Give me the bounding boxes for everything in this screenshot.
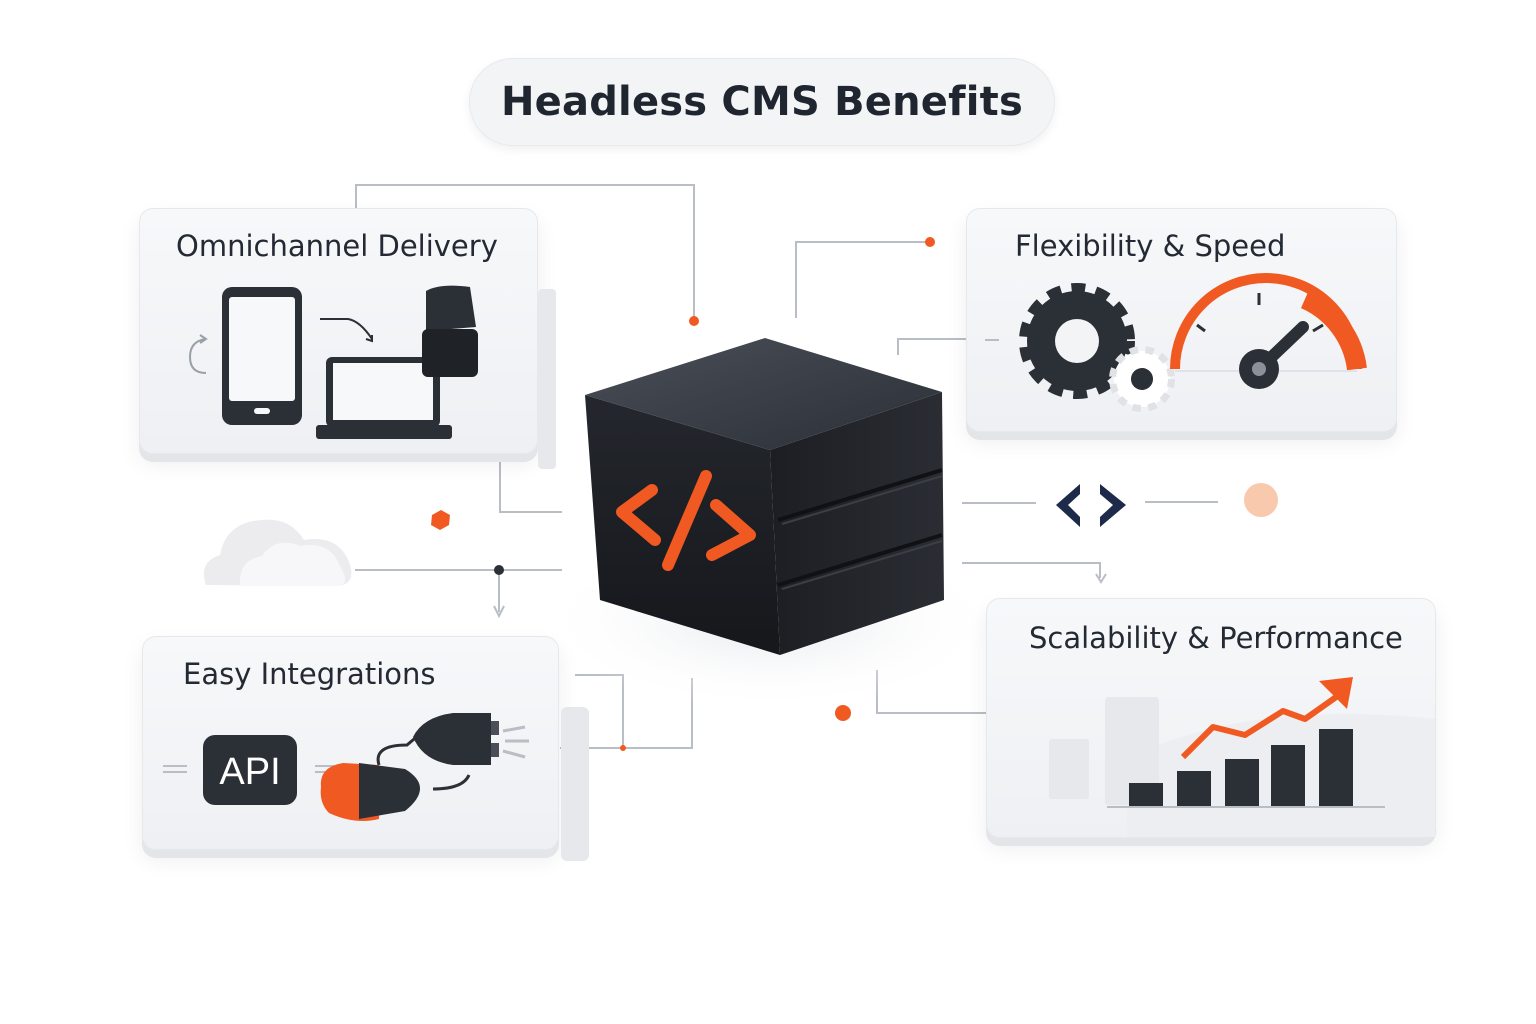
connector-dots xyxy=(431,237,1278,751)
gear-icon xyxy=(1019,283,1135,399)
devices-illustration xyxy=(188,285,556,469)
smartwatch-icon xyxy=(422,285,478,377)
benefit-title: Scalability & Performance xyxy=(1029,621,1403,655)
accent-dot xyxy=(835,705,851,721)
laptop-icon xyxy=(316,357,452,439)
connector-top-left xyxy=(355,184,695,318)
bar-chart-icon xyxy=(1129,729,1353,807)
benefit-card-omnichannel: Omnichannel Delivery xyxy=(139,208,556,469)
cube-top xyxy=(585,338,942,450)
connector-scal-top xyxy=(962,562,1101,578)
connector-left xyxy=(499,452,562,513)
connector-top-right xyxy=(795,241,930,318)
code-chevrons-icon xyxy=(1056,484,1126,527)
benefit-card-scalability: Scalability & Performance xyxy=(986,598,1436,838)
page-title: Headless CMS Benefits xyxy=(501,79,1023,125)
benefit-title: Flexibility & Speed xyxy=(1015,229,1286,263)
benefit-card-integrations: Easy Integrations API xyxy=(142,636,589,861)
scalability-illustration xyxy=(1049,677,1435,837)
gear-small-icon xyxy=(1109,346,1175,412)
benefit-title: Omnichannel Delivery xyxy=(176,229,498,263)
cloud-icon xyxy=(203,519,352,586)
arrow-head xyxy=(1095,573,1107,584)
benefit-card-flexibility: Flexibility & Speed xyxy=(966,208,1397,432)
api-badge-label: API xyxy=(219,751,280,793)
arrow-head xyxy=(493,605,505,619)
title-pill: Headless CMS Benefits xyxy=(469,58,1055,146)
accent-dot xyxy=(620,745,626,751)
refresh-arrow-icon xyxy=(188,334,208,374)
trend-arrow-icon xyxy=(1180,677,1353,760)
accent-dot xyxy=(925,237,935,247)
speedometer-icon xyxy=(1170,273,1367,389)
accent-dot xyxy=(689,316,699,326)
code-brackets-icon xyxy=(616,470,756,571)
arrow-icon xyxy=(320,318,373,343)
benefit-title: Easy Integrations xyxy=(183,657,436,691)
smartphone-icon xyxy=(222,287,302,425)
dark-dot xyxy=(494,565,504,575)
plug-icon xyxy=(320,713,529,821)
central-cube xyxy=(540,338,1000,710)
connector-flex xyxy=(897,338,968,355)
peach-dot xyxy=(1244,483,1278,517)
cube-side xyxy=(770,392,944,655)
api-badge xyxy=(203,735,297,805)
flexibility-illustration xyxy=(985,273,1367,412)
accent-hexagon xyxy=(431,510,450,530)
integrations-illustration: API xyxy=(163,707,589,861)
